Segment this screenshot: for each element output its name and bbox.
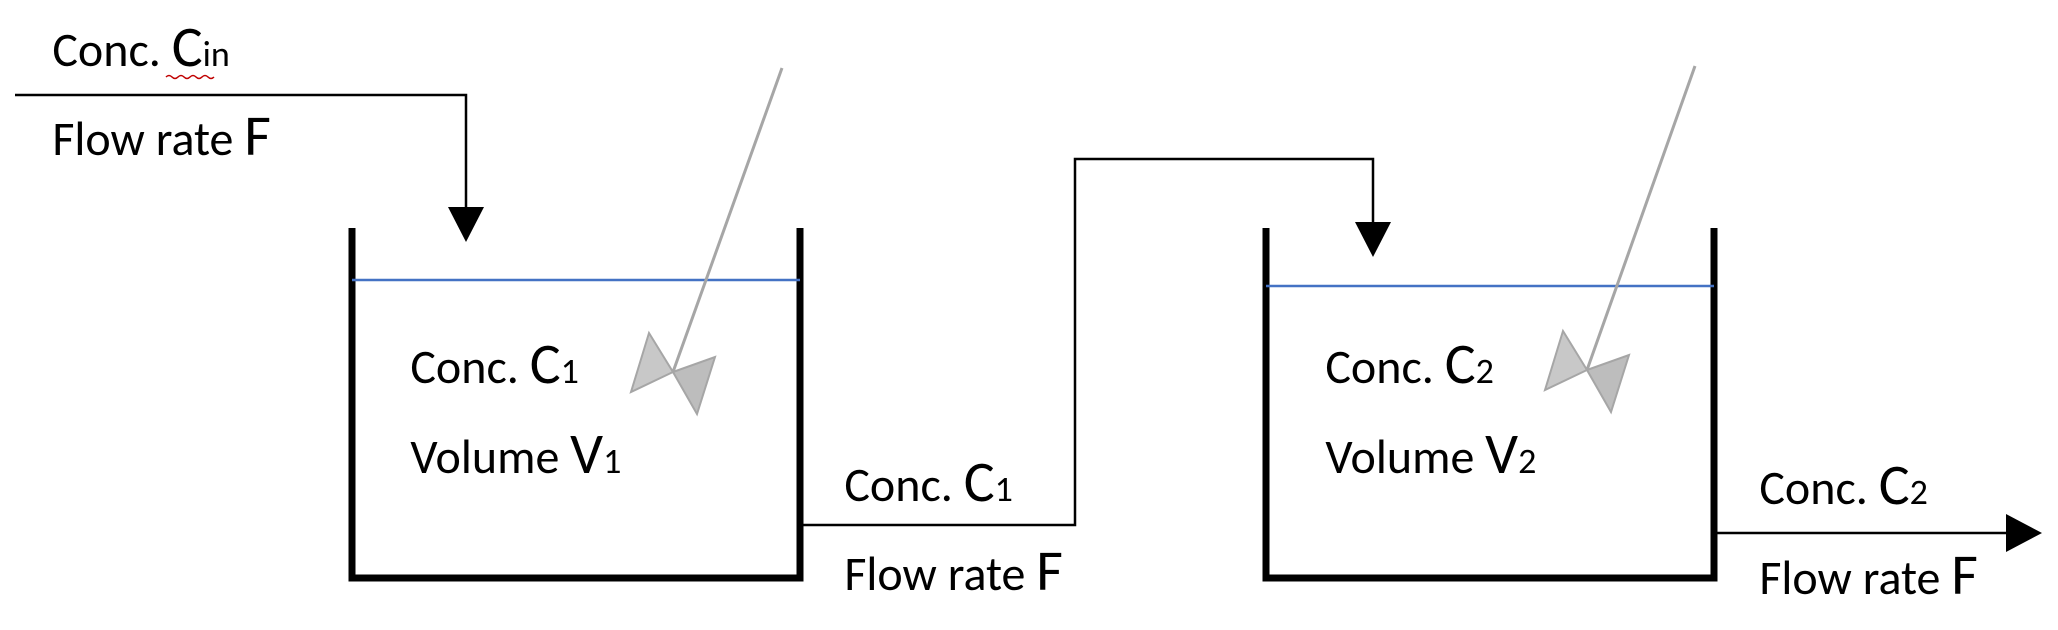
- outlet-stream: Conc. C2 Flow rate F: [1714, 449, 2042, 610]
- stream-1-flow-label: Flow rate F: [819, 535, 1081, 606]
- tank-1-conc-label: Conc. C1: [385, 328, 597, 399]
- tank-2-stirrer: [1543, 65, 1697, 415]
- intermediate-stream: Conc. C1 Flow rate F: [800, 157, 1391, 606]
- tank-2-impeller-right-blade: [1585, 353, 1631, 415]
- tank-2-conc-label: Conc. C2: [1300, 328, 1512, 399]
- inlet-pipe: [15, 93, 468, 215]
- tank-2-stirrer-shaft: [1585, 65, 1697, 371]
- tank-2-impeller-left-blade: [1543, 328, 1589, 392]
- tank-1-stirrer-shaft: [671, 67, 784, 373]
- tank-1-impeller-left-blade: [629, 330, 675, 394]
- tank-2-vessel: [1262, 228, 1718, 582]
- tank-2: Conc. C2 Volume V2: [1262, 65, 1718, 582]
- outlet-conc-label: Conc. C2: [1734, 449, 1946, 520]
- tank-1: Conc. C1 Volume V1: [348, 67, 804, 582]
- tank-1-vessel: [348, 228, 804, 582]
- inlet-arrowhead: [448, 207, 484, 242]
- tank-1-volume-label: Volume V1: [385, 418, 639, 489]
- outlet-arrowhead: [2006, 514, 2042, 552]
- intermediate-pipe: [800, 157, 1375, 527]
- tank-1-stirrer: [629, 67, 784, 417]
- inlet-flow-label: Flow rate F: [27, 100, 289, 171]
- outlet-flow-label: Flow rate F: [1734, 539, 1996, 610]
- spellcheck-underline: [165, 74, 215, 80]
- intermediate-arrowhead: [1355, 222, 1391, 257]
- tank-2-volume-label: Volume V2: [1300, 418, 1554, 489]
- tank-1-impeller-right-blade: [671, 355, 717, 417]
- inlet-stream: Conc. Cin Flow rate F: [15, 11, 484, 242]
- stream-1-conc-label: Conc. C1: [819, 446, 1031, 517]
- inlet-conc-label: Conc. Cin: [27, 11, 248, 82]
